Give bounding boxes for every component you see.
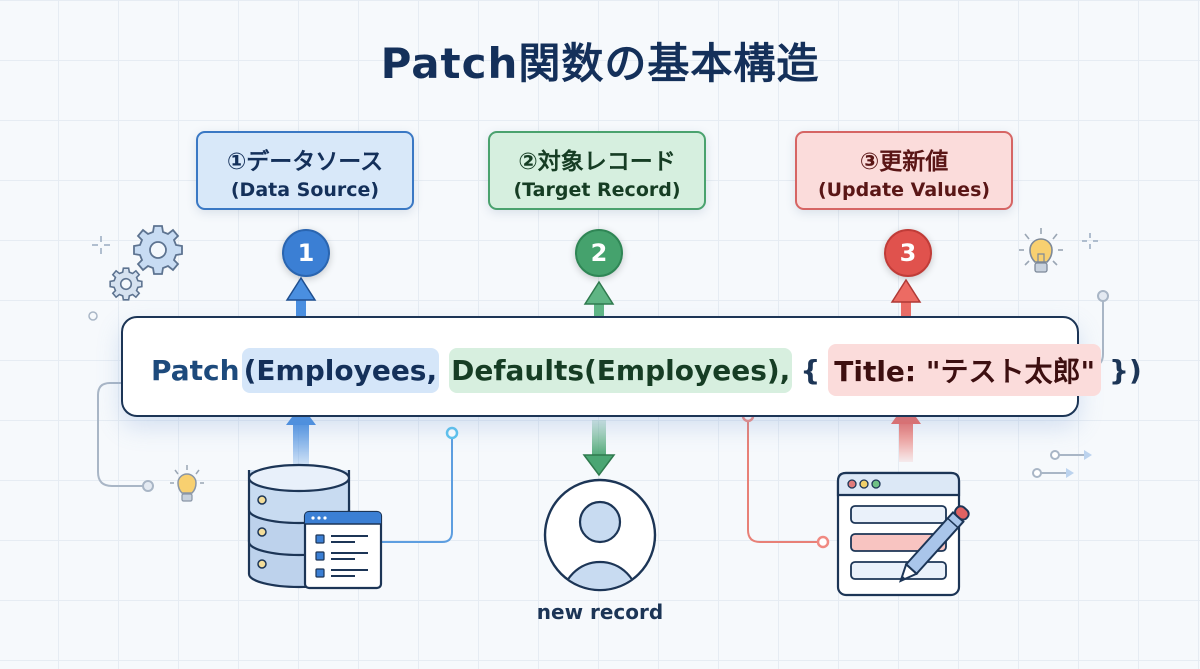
connector-arrows-right [1032, 450, 1092, 478]
lightbulb-icon [170, 465, 204, 502]
label-target-record-jp: ②対象レコード [518, 149, 676, 175]
formula-code: Patch(Employees,Defaults(Employees),{Tit… [149, 344, 1144, 396]
open-paren: ( [243, 353, 257, 387]
label-data-source-en: (Data Source) [230, 179, 380, 201]
lightbulb-icon [1019, 228, 1063, 273]
step-badge-3: 3 [884, 229, 932, 277]
function-name: Patch [151, 353, 240, 387]
arg-update-values: Title: "テスト太郎" [828, 344, 1102, 396]
label-data-source: ①データソース (Data Source) [196, 131, 414, 210]
connector-red [747, 415, 823, 543]
label-target-record-en: (Target Record) [513, 179, 681, 201]
formula-box: Patch(Employees,Defaults(Employees),{Tit… [121, 316, 1142, 417]
arrow-up-red-top [890, 278, 922, 320]
table-window-icon [303, 510, 383, 590]
connector-node-red-end [816, 535, 830, 549]
arrow-double-green [582, 280, 616, 477]
pencil-icon [898, 505, 970, 583]
new-record-caption: new record [536, 600, 664, 624]
decor-dot [88, 311, 98, 321]
label-update-values: ③更新値 (Update Values) [795, 131, 1013, 210]
connector-node-blue [445, 426, 459, 440]
arg-data-source: (Employees, [241, 347, 440, 393]
connector-node [142, 480, 154, 492]
form-edit-icon [836, 471, 970, 597]
connector-blue [382, 433, 453, 543]
sparkle-icon [1082, 233, 1098, 249]
close-paren: }) [1109, 353, 1142, 387]
step-badge-2: 2 [575, 229, 623, 277]
connector-node [1097, 290, 1109, 302]
arg-data-source-text: Employees, [256, 353, 438, 387]
sparkle-icon [92, 236, 110, 254]
label-update-values-jp: ③更新値 [859, 149, 949, 175]
step-badge-1: 1 [282, 229, 330, 277]
label-data-source-jp: ①データソース [226, 149, 384, 175]
page-title: Patch関数の基本構造 [380, 39, 820, 88]
arrow-up-blue-top [285, 276, 317, 322]
connector-left-gray [97, 382, 148, 487]
brace-open: { [800, 353, 821, 387]
arg-target-record: Defaults(Employees), [449, 347, 793, 393]
gears-icon [109, 225, 183, 301]
label-update-values-en: (Update Values) [817, 179, 991, 201]
database-icon [247, 463, 383, 590]
user-avatar-icon [543, 478, 657, 592]
label-target-record: ②対象レコード (Target Record) [488, 131, 706, 210]
